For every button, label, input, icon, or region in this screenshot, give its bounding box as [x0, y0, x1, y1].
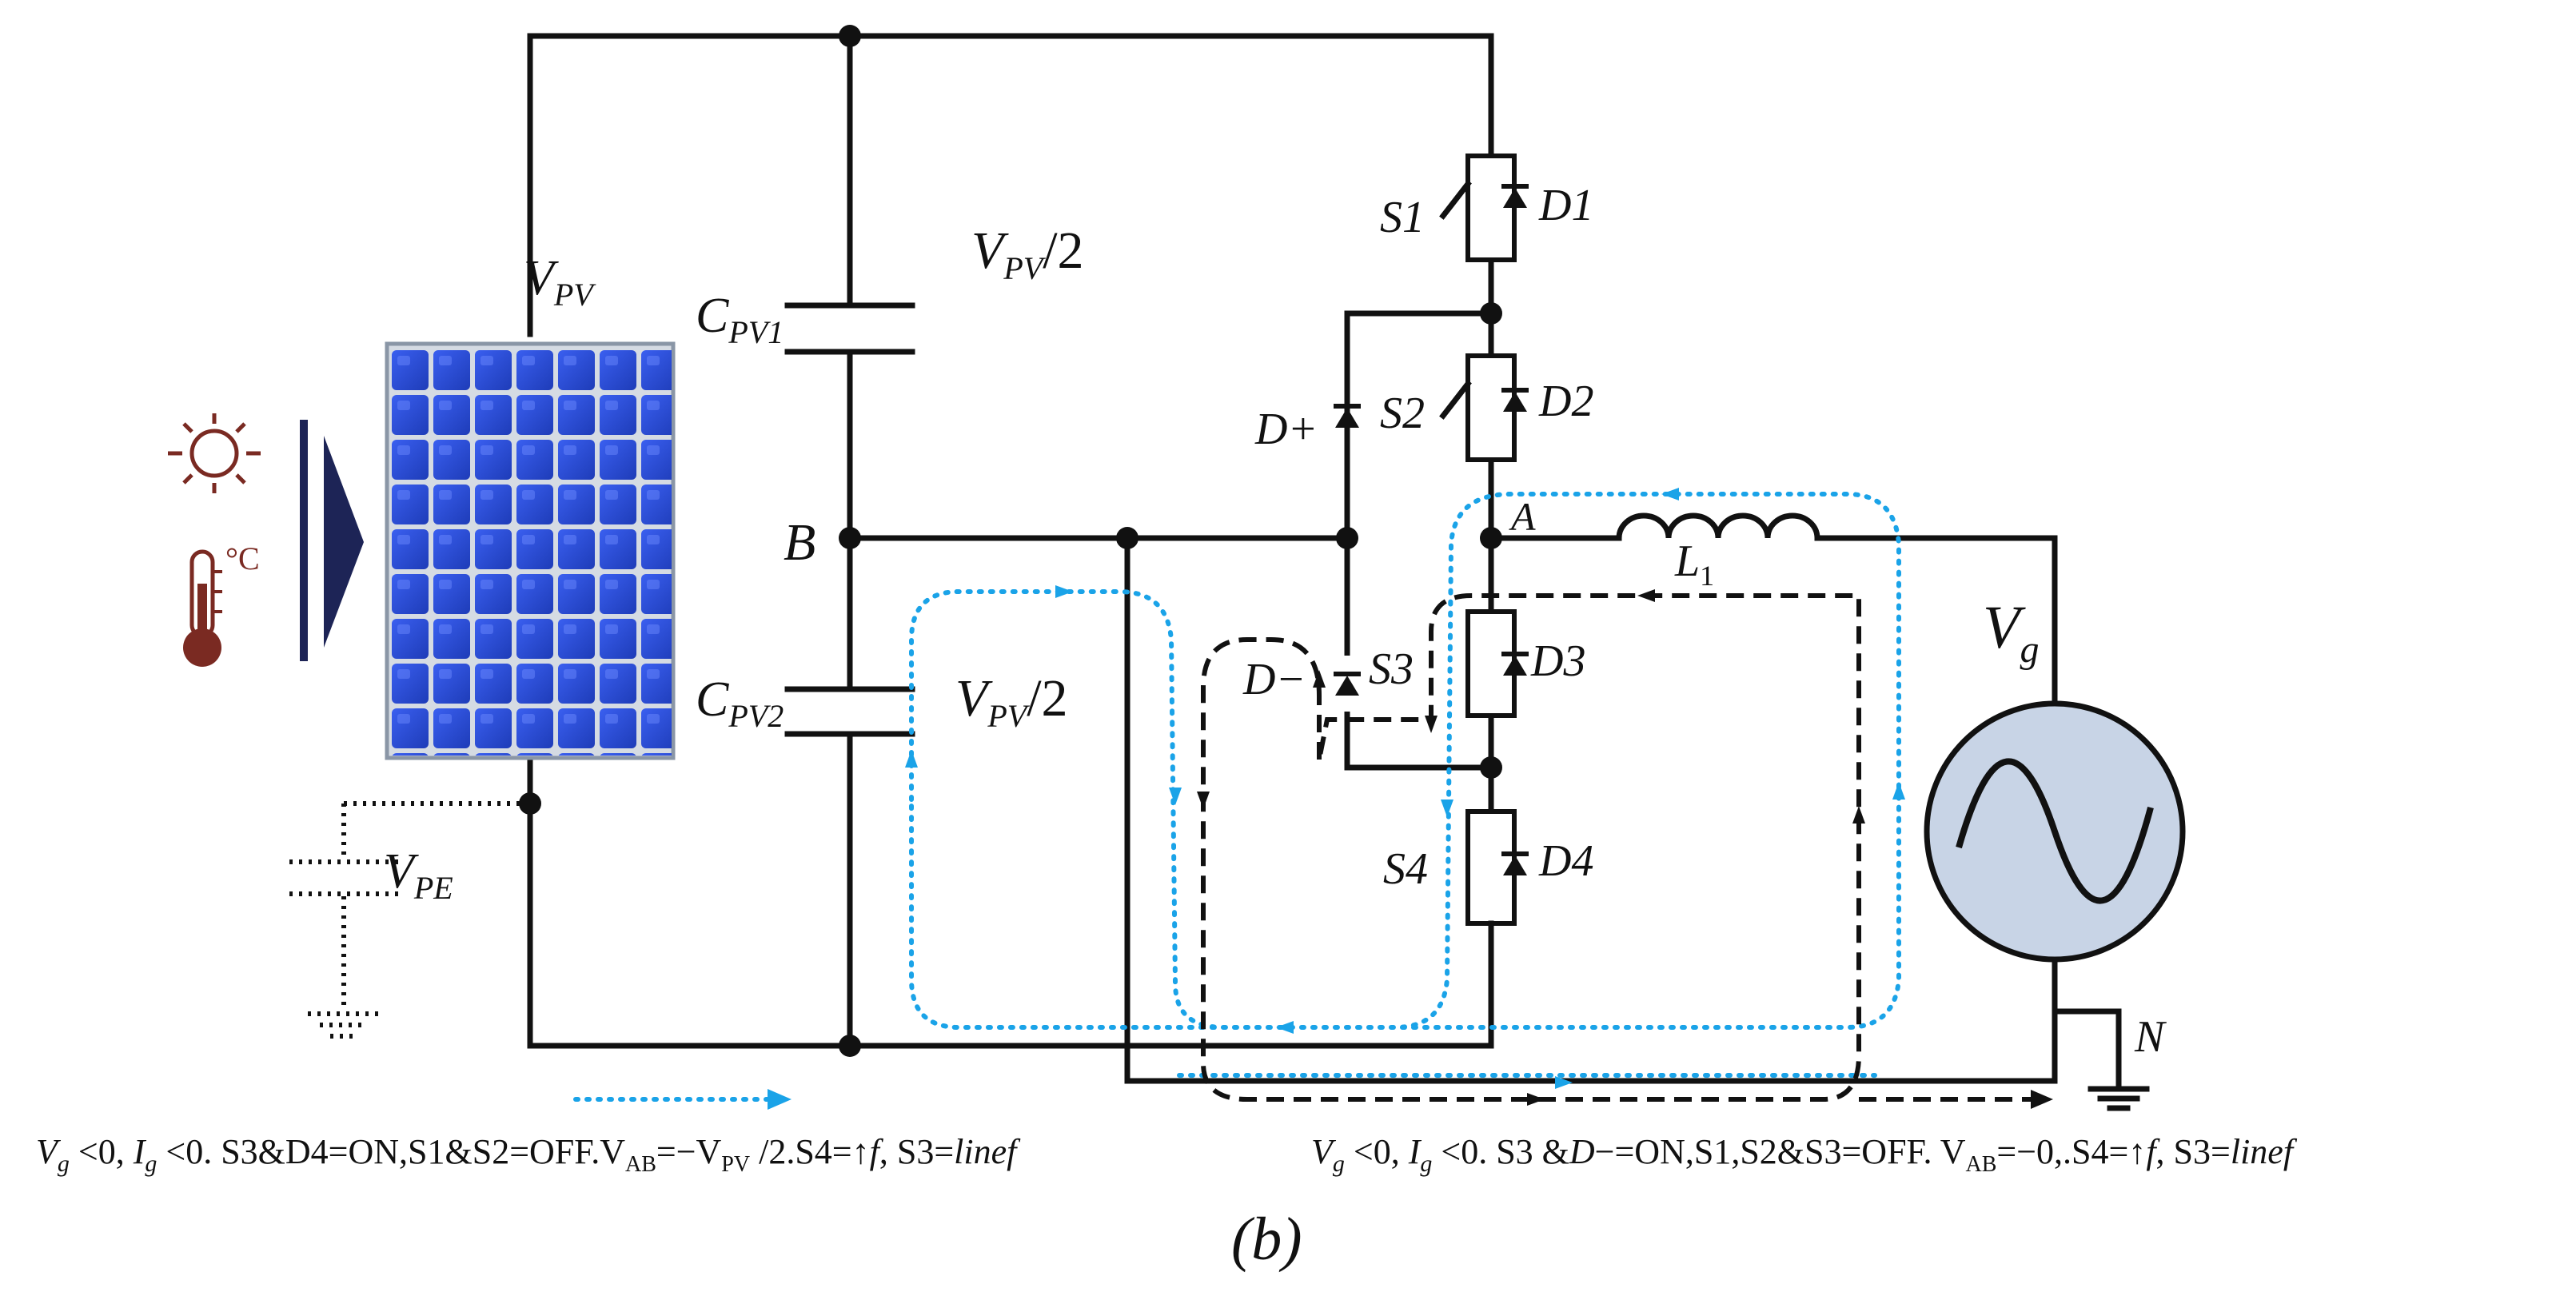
- diode-d-minus: [1334, 656, 1361, 712]
- svg-text:CPV1: CPV1: [696, 289, 784, 350]
- s1-label: S1: [1380, 193, 1425, 242]
- d3-label: D3: [1530, 636, 1585, 686]
- switch-s1: [1439, 154, 1529, 262]
- svg-text:L1: L1: [1674, 536, 1714, 592]
- component-labels: VPV CPV1 CPV2 VPV/2 VPV/2 B A N S1 S2 S3…: [384, 181, 2167, 1062]
- vpe-label: V: [384, 844, 419, 899]
- s2-label: S2: [1380, 389, 1425, 438]
- node-n-label: N: [2134, 1012, 2167, 1062]
- sun-icon: [168, 413, 261, 493]
- d2-label: D2: [1538, 377, 1593, 426]
- d-plus-label: D+: [1254, 405, 1318, 454]
- svg-text:VPE: VPE: [384, 844, 453, 906]
- switch-s4: [1465, 809, 1529, 926]
- half-vpv-bottom-label: V: [955, 669, 993, 728]
- vg-label: V: [1983, 594, 2026, 661]
- d4-label: D4: [1538, 836, 1593, 886]
- degree-celsius-label: °C: [225, 540, 260, 576]
- legend-positive-arrow: [573, 1089, 792, 1110]
- junction-dots: [519, 25, 1502, 1057]
- diode-d-plus: [1334, 404, 1361, 428]
- cpv1-label: C: [696, 289, 729, 343]
- node-b-label: B: [784, 513, 815, 572]
- inductor-label: L: [1674, 536, 1700, 586]
- main-wiring: [527, 33, 2150, 1111]
- svg-text:Vg: Vg: [1983, 594, 2039, 671]
- node-a-label: A: [1509, 494, 1536, 539]
- capacitor-cpv1: [784, 302, 915, 355]
- svg-text:CPV2: CPV2: [696, 672, 784, 734]
- capacitor-cpv2: [784, 686, 915, 737]
- caption-left: Vg <0, Ig <0. S3&D4=ON,S1&S2=OFF.VAB=−VP…: [36, 1132, 1021, 1177]
- svg-text:VPV: VPV: [524, 251, 596, 313]
- positive-current-path: [905, 488, 1905, 1089]
- s3-label: S3: [1369, 644, 1414, 694]
- half-vpv-top-label: V: [971, 221, 1009, 280]
- caption-right: Vg <0, Ig <0. S3 &D−=ON,S1,S2&S3=OFF. VA…: [1311, 1132, 2298, 1177]
- vpv-label: V: [524, 251, 559, 305]
- svg-text:VPV/2: VPV/2: [971, 221, 1084, 286]
- pe-ground-icon: [289, 801, 530, 1039]
- s4-label: S4: [1383, 844, 1428, 894]
- captions: Vg <0, Ig <0. S3&D4=ON,S1&S2=OFF.VAB=−VP…: [36, 1132, 2298, 1273]
- pv-panel-icon: [385, 341, 676, 760]
- irradiance-arrow-icon: [300, 420, 364, 661]
- cpv2-label: C: [696, 672, 729, 727]
- thermometer-icon: [183, 549, 222, 667]
- figure-tag: (b): [1231, 1206, 1302, 1273]
- negative-current-path: [1197, 589, 2053, 1109]
- svg-text:VPV/2: VPV/2: [955, 669, 1068, 734]
- d1-label: D1: [1538, 181, 1593, 230]
- switch-s3: [1465, 609, 1529, 718]
- d-minus-label: D−: [1242, 655, 1306, 704]
- ac-source-icon: [1924, 700, 2186, 963]
- inductor-l1: [1616, 512, 1820, 541]
- switch-s2: [1439, 353, 1529, 462]
